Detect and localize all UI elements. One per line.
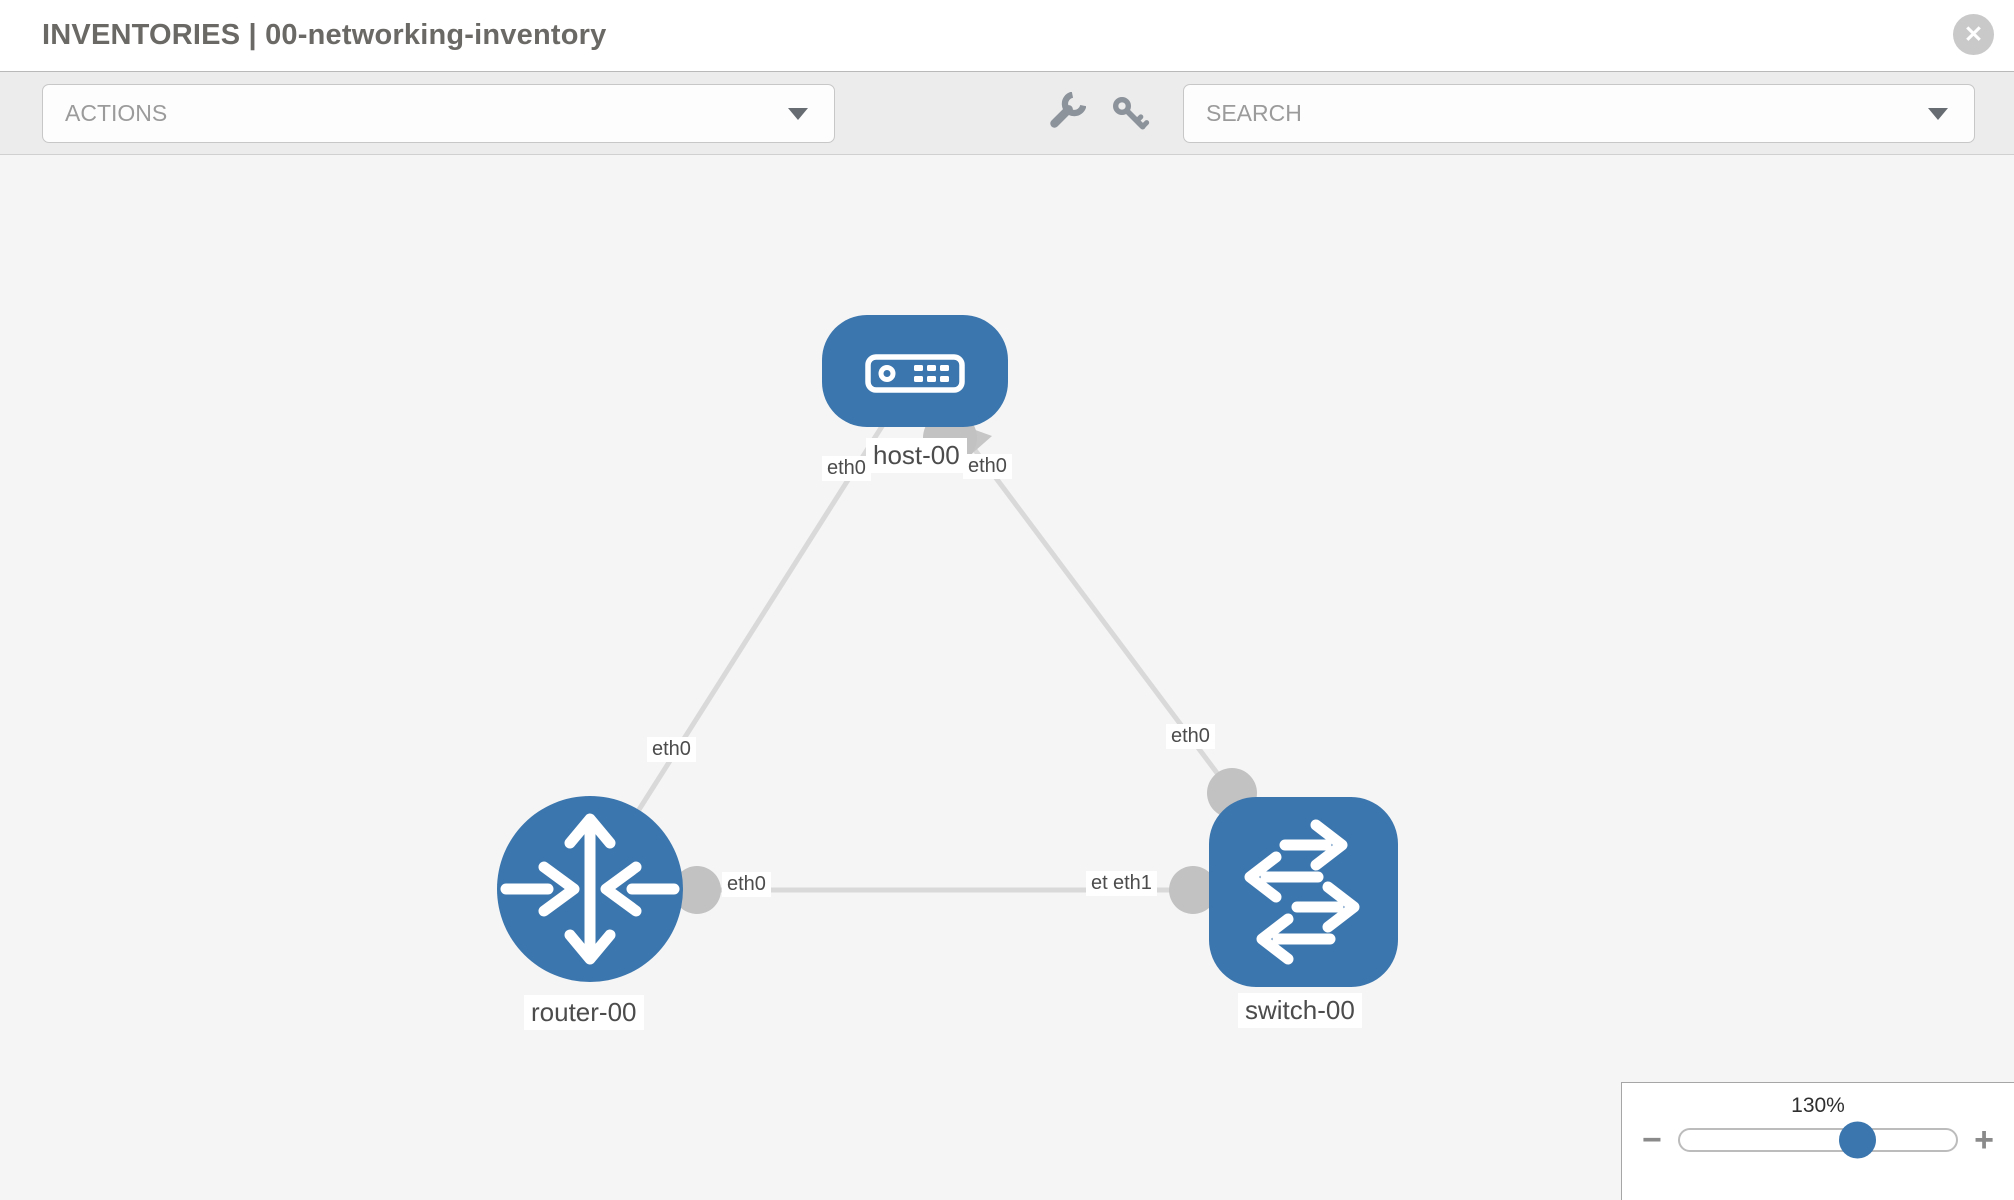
zoom-out-button[interactable]: − xyxy=(1642,1123,1662,1157)
zoom-slider[interactable] xyxy=(1677,1121,1959,1159)
toolbar: ACTIONS SEARCH xyxy=(0,72,2014,155)
chevron-down-icon xyxy=(1928,107,1948,120)
connector-switch-left[interactable] xyxy=(1169,866,1217,914)
if-label-router-right: eth0 xyxy=(722,872,771,897)
topology-canvas[interactable]: host-00 router-00 switch-00 eth0 eth0 et… xyxy=(0,155,2014,1200)
node-label-switch: switch-00 xyxy=(1238,993,1362,1028)
if-label-switch-link: eth0 xyxy=(1166,724,1215,749)
host-server-icon xyxy=(865,354,965,393)
if-label-host-left: eth0 xyxy=(822,456,871,481)
chevron-down-icon xyxy=(788,107,808,120)
zoom-in-button[interactable]: + xyxy=(1974,1123,1994,1157)
if-label-router-link: eth0 xyxy=(647,737,696,762)
close-glyph: ✕ xyxy=(1963,21,1984,47)
node-router[interactable] xyxy=(497,796,683,982)
close-icon[interactable]: ✕ xyxy=(1953,14,1994,55)
zoom-slider-thumb[interactable] xyxy=(1838,1121,1876,1159)
switch-arrows-icon xyxy=(1244,819,1360,965)
interface-connectors xyxy=(673,411,1257,914)
connector-router-right[interactable] xyxy=(673,866,721,914)
minus-icon: − xyxy=(1642,1121,1662,1159)
header-bar: INVENTORIES | 00-networking-inventory ✕ xyxy=(0,0,2014,72)
router-arrows-icon xyxy=(500,813,680,965)
search-dropdown-label: SEARCH xyxy=(1206,100,1302,126)
if-label-host-right: eth0 xyxy=(963,454,1012,479)
actions-dropdown-label: ACTIONS xyxy=(65,100,168,126)
if-label-switch-left-over: eth1 xyxy=(1108,871,1157,896)
zoom-panel: 130% − + xyxy=(1621,1082,2014,1200)
actions-dropdown[interactable]: ACTIONS xyxy=(42,84,835,143)
plus-icon: + xyxy=(1974,1121,1994,1159)
node-host[interactable] xyxy=(822,315,1008,427)
search-dropdown[interactable]: SEARCH xyxy=(1183,84,1975,143)
node-switch[interactable] xyxy=(1209,797,1398,987)
node-label-host: host-00 xyxy=(866,438,967,473)
node-label-router: router-00 xyxy=(524,995,644,1030)
page-title: INVENTORIES | 00-networking-inventory xyxy=(42,19,607,51)
wrench-icon[interactable] xyxy=(1044,92,1086,134)
key-icon[interactable] xyxy=(1110,94,1150,134)
zoom-level-readout: 130% xyxy=(1791,1094,1845,1117)
